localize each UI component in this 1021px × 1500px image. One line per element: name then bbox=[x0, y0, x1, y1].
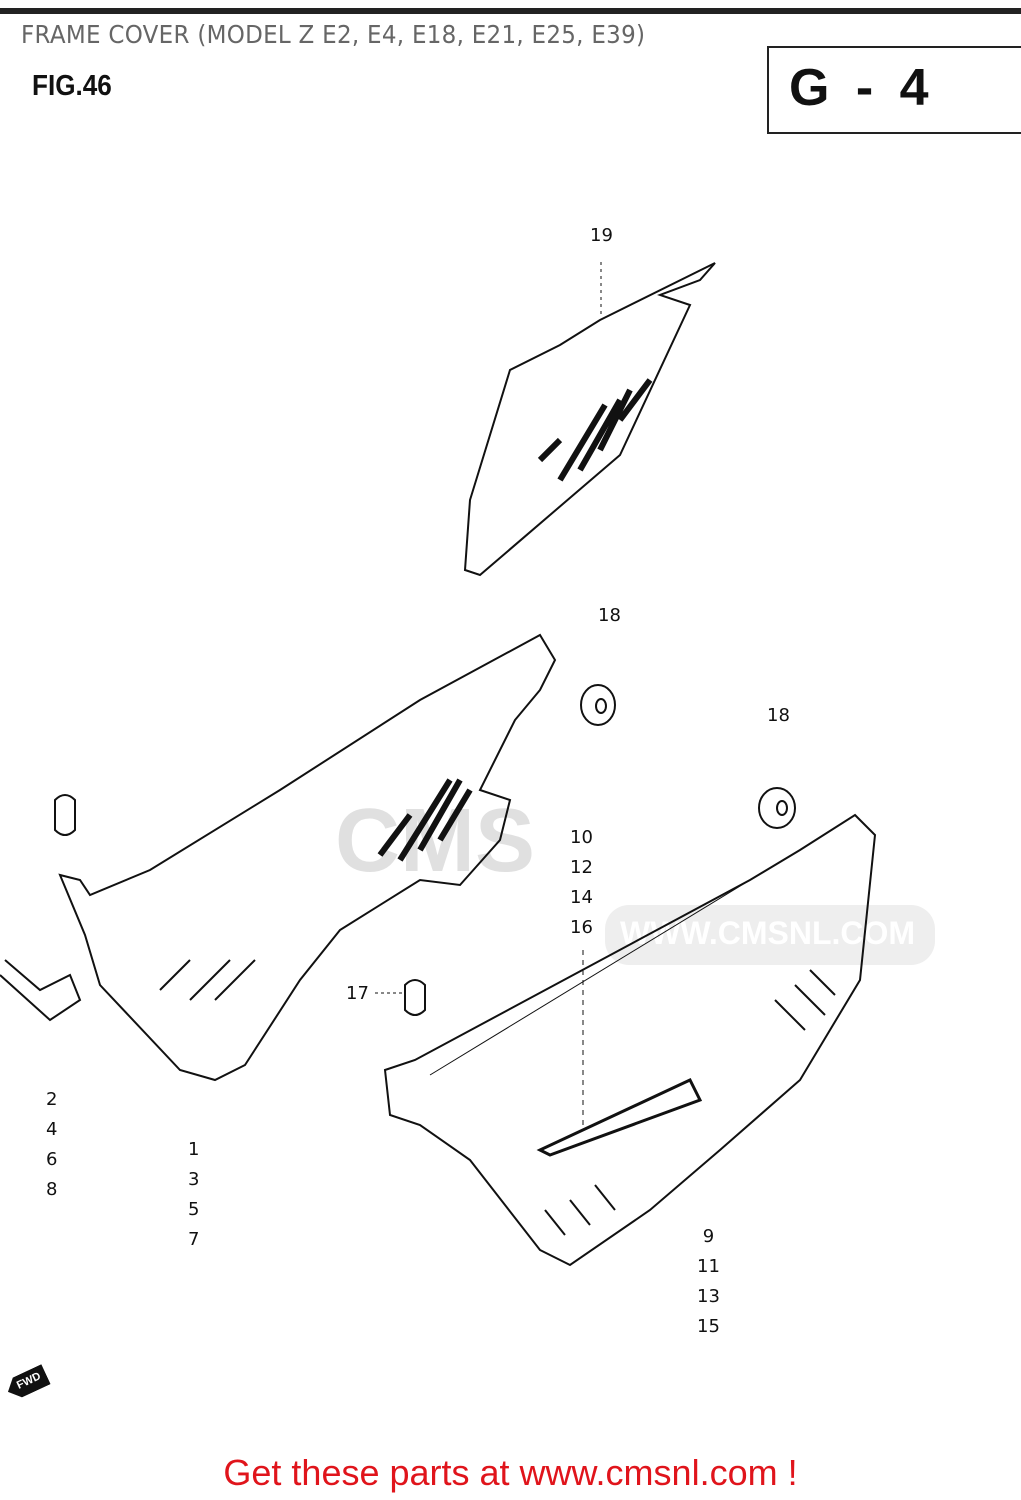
callout-15: 15 bbox=[697, 1316, 720, 1337]
group-code-box: G - 4 bbox=[767, 46, 1021, 134]
callout-19: 19 bbox=[590, 225, 613, 246]
callout-12: 12 bbox=[570, 857, 593, 878]
callout-5: 5 bbox=[188, 1199, 200, 1220]
callout-left-cover-even: 2 4 6 8 bbox=[46, 1085, 57, 1205]
callout-18-lower: 18 bbox=[767, 705, 790, 726]
callout-3: 3 bbox=[188, 1169, 200, 1190]
callout-14: 14 bbox=[570, 887, 593, 908]
right-frame-cover bbox=[383, 813, 877, 1267]
callout-1: 1 bbox=[188, 1139, 200, 1160]
callout-18-upper: 18 bbox=[598, 605, 621, 626]
callout-left-cover-odd: 1 3 5 7 bbox=[188, 1135, 199, 1255]
top-border bbox=[0, 8, 1021, 14]
callout-6: 6 bbox=[46, 1149, 58, 1170]
callout-9: 9 bbox=[702, 1226, 715, 1247]
part-17-clip bbox=[375, 979, 426, 1016]
callout-7: 7 bbox=[188, 1229, 200, 1250]
group-code: G - 4 bbox=[789, 59, 935, 117]
callout-13: 13 bbox=[697, 1286, 720, 1307]
callout-11: 11 bbox=[697, 1256, 720, 1277]
part-18-grommet-upper bbox=[580, 684, 616, 726]
figure-number: FIG.46 bbox=[32, 70, 112, 102]
callout-8: 8 bbox=[46, 1179, 58, 1200]
callout-10: 10 bbox=[570, 827, 593, 848]
left-frame-cover bbox=[0, 633, 557, 1082]
callout-2: 2 bbox=[46, 1089, 58, 1110]
callout-right-cover: 9 11 13 15 bbox=[697, 1222, 720, 1342]
page-title: FRAME COVER (MODEL Z E2, E4, E18, E21, E… bbox=[21, 20, 646, 49]
callout-17: 17 bbox=[346, 983, 369, 1004]
footer-link[interactable]: Get these parts at www.cmsnl.com ! bbox=[223, 1452, 798, 1493]
callout-emblem: 10 12 14 16 bbox=[570, 823, 593, 943]
callout-4: 4 bbox=[46, 1119, 58, 1140]
callout-16: 16 bbox=[570, 917, 593, 938]
part-18-grommet-lower bbox=[758, 787, 796, 829]
part-19-cover bbox=[463, 262, 716, 577]
